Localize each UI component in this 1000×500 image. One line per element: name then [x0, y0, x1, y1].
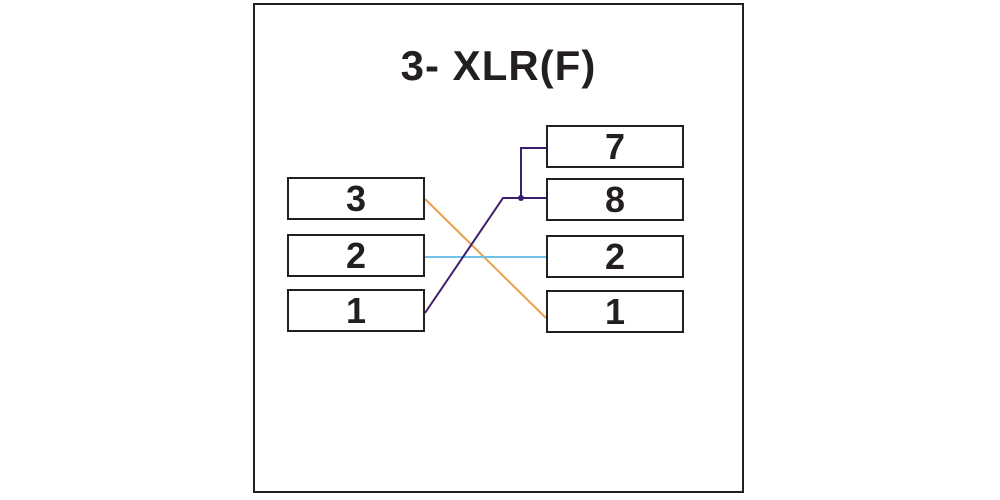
wire-left3-to-right1 [424, 198, 547, 319]
diagram-title: 3- XLR(F) [400, 42, 597, 89]
wire-junction-dot [518, 195, 524, 201]
right-pin-2: 2 [546, 235, 684, 278]
wire-jumper-to-right7 [520, 147, 546, 198]
right-pin-1: 1 [546, 290, 684, 333]
diagram-frame [253, 3, 744, 493]
left-pin-3: 3 [287, 177, 425, 220]
left-pin-1: 1 [287, 289, 425, 332]
wire-left1-to-right8 [424, 197, 546, 314]
left-pin-2: 2 [287, 234, 425, 277]
right-pin-8: 8 [546, 178, 684, 221]
right-pin-7: 7 [546, 125, 684, 168]
